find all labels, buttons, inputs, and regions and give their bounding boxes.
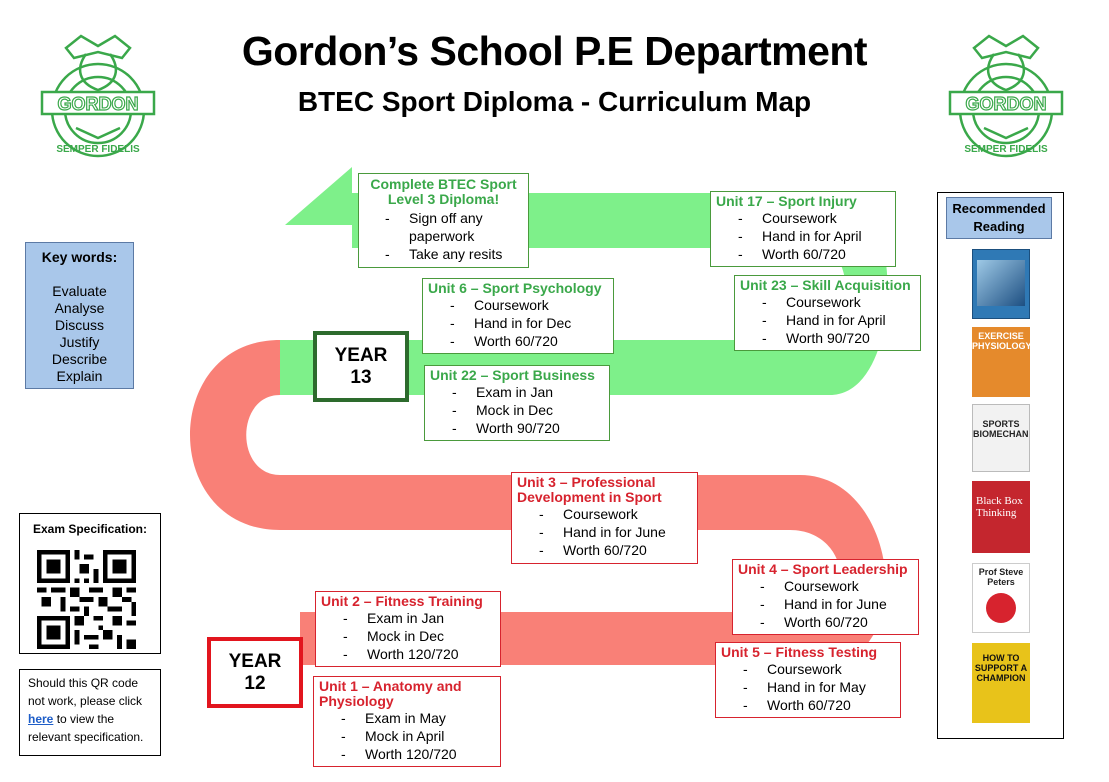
exam-spec-heading: Exam Specification: [32, 522, 148, 536]
qr-code-icon[interactable] [33, 550, 140, 649]
school-crest-right: GORDON SEMPER FIDELIS [948, 34, 1064, 158]
book-title: HOW TO SUPPORT A CHAMPION [974, 653, 1028, 683]
crest-bottom-text: SEMPER FIDELIS [56, 144, 140, 155]
unit-item: Worth 120/720 [321, 645, 495, 663]
unit-item: Exam in Jan [430, 383, 604, 401]
unit-item: Worth 90/720 [430, 419, 604, 437]
unit-box-5: Unit 5 – Fitness Testing Coursework Hand… [715, 642, 901, 718]
reading-heading: Recommended Reading [946, 197, 1052, 239]
unit-item: Exam in May [319, 709, 495, 727]
keyword-item: Evaluate [52, 283, 107, 299]
unit-item: Exam in Jan [321, 609, 495, 627]
book-title: EXERCISE PHYSIOLOGY [972, 331, 1030, 351]
year-number: 13 [350, 367, 372, 388]
book-cover: Prof Steve Peters [972, 563, 1030, 633]
keyword-item: Explain [56, 368, 103, 384]
crest-top-text: GORDON [58, 94, 139, 114]
keyword-item: Discuss [54, 317, 104, 333]
year-13-badge: YEAR 13 [313, 331, 409, 402]
keywords-box: Key words: Evaluate Analyse Discuss Just… [25, 242, 134, 389]
qr-fallback-note: Should this QR code not work, please cli… [19, 669, 161, 756]
unit-item: Coursework [716, 209, 890, 227]
book-title: Prof Steve Peters [978, 567, 1024, 587]
unit-title: Unit 1 – Anatomy and Physiology [319, 678, 462, 709]
unit-item: Worth 120/720 [319, 745, 495, 763]
recommended-reading-panel: Recommended Reading EXERCISE PHYSIOLOGY … [937, 192, 1064, 739]
unit-item: Hand in for May [721, 678, 895, 696]
unit-box-1: Unit 1 – Anatomy and Physiology Exam in … [313, 676, 501, 767]
book-cover [972, 249, 1030, 319]
unit-title: Unit 4 – Sport Leadership [738, 561, 908, 577]
school-crest-left: GORDON SEMPER FIDELIS [40, 34, 156, 158]
unit-title: Unit 3 – Professional Development in Spo… [517, 474, 662, 505]
unit-item: Coursework [740, 293, 915, 311]
unit-item: Worth 60/720 [428, 332, 608, 350]
book-title: Black Box Thinking [976, 495, 1023, 519]
unit-box-4: Unit 4 – Sport Leadership Coursework Han… [732, 559, 919, 635]
unit-item: Sign off any paperwork [363, 209, 524, 245]
unit-title: Unit 17 – Sport Injury [716, 193, 857, 209]
unit-title: Unit 2 – Fitness Training [321, 593, 483, 609]
book-cover: Black Box Thinking [972, 481, 1030, 553]
unit-item: Take any resits [363, 245, 524, 263]
unit-title: Unit 23 – Skill Acquisition [740, 277, 911, 293]
unit-title: Complete BTEC Sport Level 3 Diploma! [370, 176, 517, 207]
keyword-item: Describe [51, 351, 108, 367]
page-title: Gordon’s School P.E Department [241, 28, 868, 74]
unit-title: Unit 22 – Sport Business [430, 367, 595, 383]
unit-item: Worth 90/720 [740, 329, 915, 347]
book-cover: SPORTS BIOMECHANICS [972, 404, 1030, 472]
year-label: YEAR [334, 345, 388, 366]
year-12-badge: YEAR 12 [207, 637, 303, 708]
book-cover-image [977, 260, 1025, 306]
crest-bottom-text: SEMPER FIDELIS [964, 144, 1048, 155]
unit-item: Worth 60/720 [716, 245, 890, 263]
unit-box-6: Unit 6 – Sport Psychology Coursework Han… [422, 278, 614, 354]
book-cover: HOW TO SUPPORT A CHAMPION [972, 643, 1030, 723]
unit-item: Coursework [721, 660, 895, 678]
unit-item: Mock in Dec [321, 627, 495, 645]
keyword-item: Justify [59, 334, 100, 350]
year-number: 12 [244, 673, 266, 694]
unit-box-3: Unit 3 – Professional Development in Spo… [511, 472, 698, 564]
unit-item: Mock in Dec [430, 401, 604, 419]
book-title: SPORTS BIOMECHANICS [973, 419, 1029, 439]
note-text-after: to view the relevant specification. [28, 712, 144, 744]
book-cover-image [986, 593, 1016, 623]
unit-item: Coursework [428, 296, 608, 314]
unit-box-22: Unit 22 – Sport Business Exam in Jan Moc… [424, 365, 610, 441]
unit-item: Worth 60/720 [721, 696, 895, 714]
unit-item: Hand in for April [740, 311, 915, 329]
keywords-heading: Key words: [41, 249, 118, 265]
unit-title: Unit 5 – Fitness Testing [721, 644, 878, 660]
year-label: YEAR [228, 651, 282, 672]
unit-title: Unit 6 – Sport Psychology [428, 280, 602, 296]
unit-box-complete: Complete BTEC Sport Level 3 Diploma! Sig… [358, 173, 529, 268]
unit-item: Coursework [517, 505, 692, 523]
specification-link[interactable]: here [28, 712, 54, 726]
unit-item: Hand in for April [716, 227, 890, 245]
unit-box-2: Unit 2 – Fitness Training Exam in Jan Mo… [315, 591, 501, 667]
unit-item: Hand in for June [517, 523, 692, 541]
unit-box-17: Unit 17 – Sport Injury Coursework Hand i… [710, 191, 896, 267]
unit-item: Worth 60/720 [738, 613, 913, 631]
unit-item: Coursework [738, 577, 913, 595]
book-cover: EXERCISE PHYSIOLOGY [972, 327, 1030, 397]
note-text-before: Should this QR code not work, please cli… [28, 676, 143, 708]
unit-item: Worth 60/720 [517, 541, 692, 559]
keyword-item: Analyse [54, 300, 105, 316]
page-subtitle: BTEC Sport Diploma - Curriculum Map [297, 86, 812, 117]
unit-box-23: Unit 23 – Skill Acquisition Coursework H… [734, 275, 921, 351]
unit-item: Hand in for June [738, 595, 913, 613]
unit-item: Hand in for Dec [428, 314, 608, 332]
crest-top-text: GORDON [966, 94, 1047, 114]
exam-specification-box: Exam Specification: [19, 513, 161, 654]
unit-item: Mock in April [319, 727, 495, 745]
